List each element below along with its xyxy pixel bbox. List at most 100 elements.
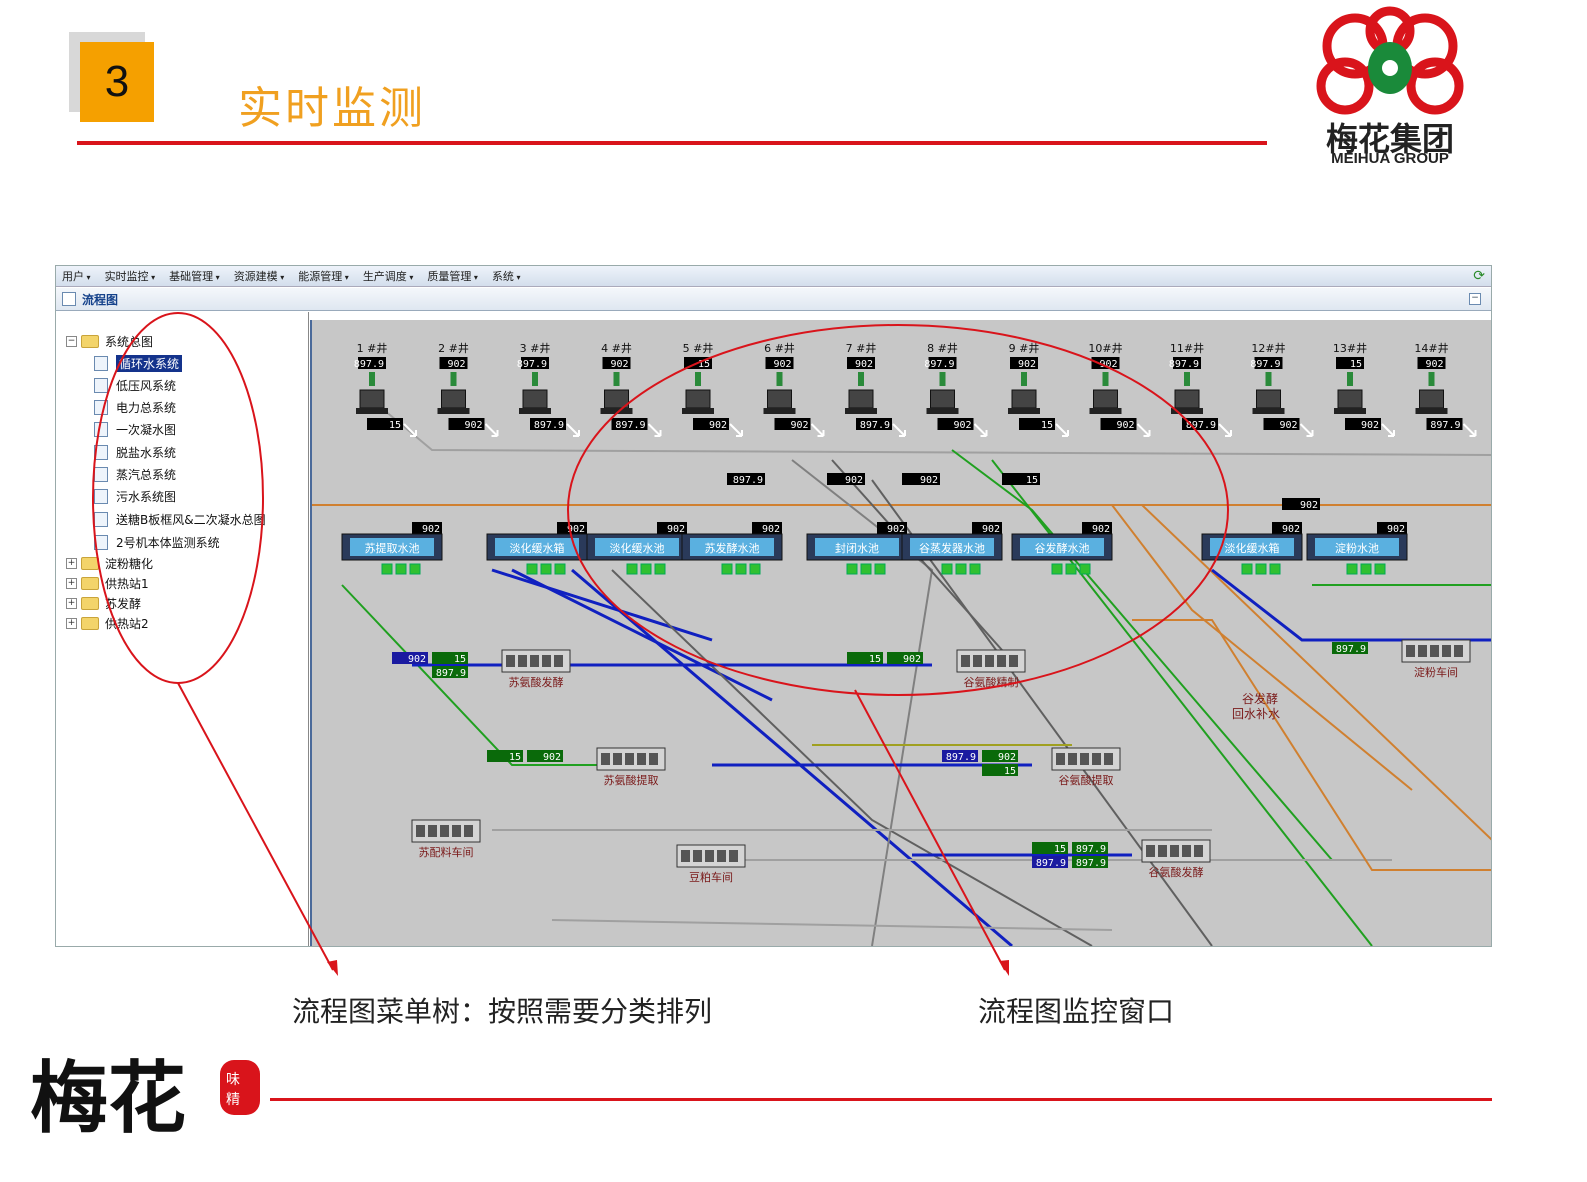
equipment-detail-icon [530,655,539,667]
tree-item-label: 低压风系统 [116,378,177,393]
tank-1[interactable]: 902 苏提取水池 [341,522,443,575]
tree-item-sewage[interactable]: 污水系统图 [94,487,176,505]
tank-name: 苏提取水池 [365,542,420,555]
menu-energy[interactable]: 能源管理 [292,268,357,284]
unit-value: 15 [982,764,1018,777]
expand-toggle-icon[interactable]: + [66,617,77,629]
svg-text:897.9: 897.9 [615,420,645,431]
tree-folder-fermentation[interactable]: +苏发酵 [66,594,141,612]
menu-user[interactable]: 用户 [56,268,99,284]
svg-text:902: 902 [1092,524,1110,535]
equipment-detail-icon [464,825,473,837]
panel-icon [62,292,76,306]
equipment-detail-icon [1104,753,1113,765]
tree-item-steam[interactable]: 蒸汽总系统 [94,465,176,483]
tree-item-condensate[interactable]: 一次凝水图 [94,420,176,438]
page-icon [94,355,108,371]
pump-icon [1011,389,1037,409]
svg-text:902: 902 [610,359,628,370]
pump-icon [767,389,792,409]
equipment-detail-icon [637,753,646,765]
expand-toggle-icon[interactable]: + [66,597,77,609]
collapse-icon[interactable]: − [1469,293,1481,305]
equipment-detail-icon [1158,845,1167,857]
refresh-icon[interactable]: ⟳ [1473,268,1485,284]
pump-stem-icon [939,372,946,386]
svg-text:15: 15 [869,654,881,665]
well-top-value: 902 [847,357,875,370]
tank-name: 苏发酵水池 [705,541,760,555]
menu-realtime[interactable]: 实时监控 [99,268,164,284]
tree-item-desalted-water[interactable]: 脱盐水系统 [94,443,176,461]
pump-base-icon [1008,408,1040,414]
tank-value: 902 [412,522,442,535]
pump-icon [685,389,711,409]
unit-value: 15 [847,652,883,665]
menu-base[interactable]: 基础管理 [163,268,228,284]
well-label: 8 #井 [927,341,958,355]
tree-item-unit2[interactable]: 2号机本体监测系统 [94,533,220,551]
svg-text:902: 902 [903,654,921,665]
well-label: 13#井 [1333,341,1367,355]
expand-toggle-icon[interactable]: + [66,557,77,569]
tree-root[interactable]: − 系统总图 [66,332,153,350]
valve-icon [409,563,421,575]
tree-item-circulating-water[interactable]: 循环水系统 [94,354,183,372]
equipment-detail-icon [416,825,425,837]
well-top-value: 902 [765,357,794,370]
tree-item-low-pressure-air[interactable]: 低压风系统 [94,376,176,394]
menu-quality[interactable]: 质量管理 [421,268,486,284]
valve-icon [1241,563,1253,575]
unit-name: 苏氨酸提取 [604,773,659,787]
collapse-toggle-icon[interactable]: − [66,335,77,347]
tree-folder-heat1[interactable]: +供热站1 [66,574,149,592]
valve-icon [874,563,886,575]
tree-item-sugar-filter[interactable]: 送糖B板框风&二次凝水总图 [94,510,266,528]
unit-7[interactable]: 豆粕车间 [676,844,746,884]
tree-item-label: 循环水系统 [116,354,183,372]
svg-text:902: 902 [1099,359,1117,370]
menu-system[interactable]: 系统 [486,268,529,284]
unit-name: 淀粉车间 [1414,665,1458,679]
pump-base-icon [845,408,877,414]
seal-text: 精 [226,1092,240,1108]
tree-folder-starch[interactable]: +淀粉糖化 [66,554,153,572]
pump-icon [1174,389,1200,409]
unit-6[interactable]: 苏配料车间 [411,819,481,859]
tree-folder-heat2[interactable]: +供热站2 [66,614,149,632]
folder-icon [81,556,99,570]
menu-resource[interactable]: 资源建模 [228,268,293,284]
expand-toggle-icon[interactable]: + [66,577,77,589]
tree-item-power[interactable]: 电力总系统 [94,398,176,416]
menu-production[interactable]: 生产调度 [357,268,422,284]
svg-text:897.9: 897.9 [1250,359,1280,370]
